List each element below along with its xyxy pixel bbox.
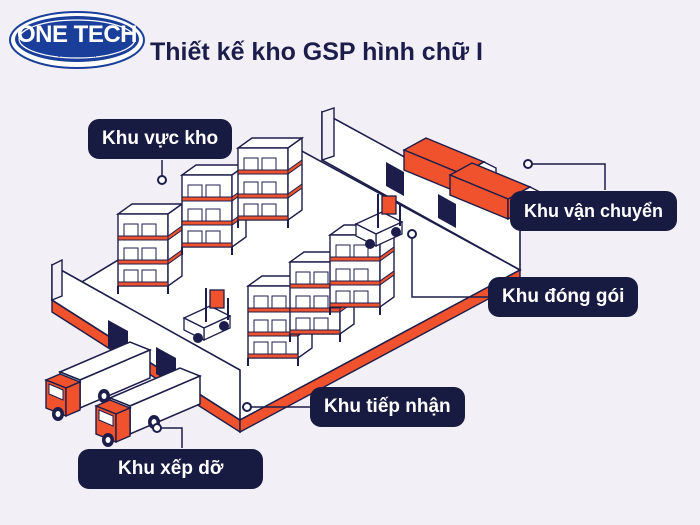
logo-badge-icon [9,11,145,69]
label-shipping-zone: Khu vận chuyển [510,191,678,231]
logo-subtitle: VIETNAM [56,50,98,59]
page-title: Thiết kế kho GSP hình chữ I [150,38,483,66]
logo-name: ONE TECH [16,21,138,48]
onetech-logo: ONE TECH VIETNAM [8,10,146,70]
label-receiving-zone: Khu tiếp nhận [310,387,465,427]
label-loading-zone: Khu xếp dỡ [78,449,264,489]
label-storage-zone: Khu vực kho [88,119,233,159]
label-packing-zone: Khu đóng gói [488,277,639,317]
